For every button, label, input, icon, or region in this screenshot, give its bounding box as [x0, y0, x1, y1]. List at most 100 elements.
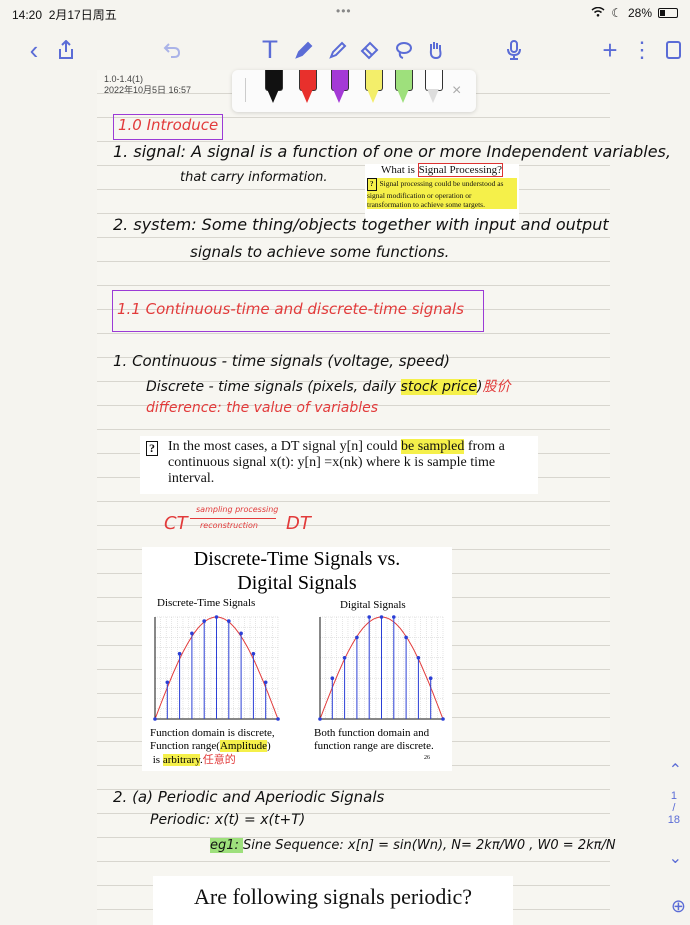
note-line-ct: 1. Continuous - time signals (voltage, s…: [113, 352, 450, 370]
left-caption-2-pre: Function range(: [150, 740, 220, 752]
lasso-tool-button[interactable]: [390, 36, 418, 64]
note-line-periodic-def: Periodic: x(t) = x(t+T): [150, 812, 306, 828]
slide-title-line-2: Digital Signals: [237, 572, 357, 594]
note-line-information: that carry information.: [180, 170, 328, 185]
sample-point: [190, 631, 194, 636]
text-icon: T: [262, 36, 278, 64]
moon-icon: ☾: [611, 6, 622, 20]
periodic-question-title: Are following signals periodic?: [194, 884, 472, 909]
highlighter-yellow[interactable]: [362, 70, 384, 106]
example-prefix: eg1:: [210, 838, 244, 853]
note-line-periodic-heading: 2. (a) Periodic and Aperiodic Signals: [113, 788, 384, 806]
sample-point: [367, 615, 371, 619]
highlighter-tool-button[interactable]: [324, 36, 352, 64]
text-tool-button[interactable]: T: [256, 36, 284, 64]
undo-icon: [163, 43, 181, 58]
note-page[interactable]: [97, 70, 610, 925]
sampling-text-highlight: be sampled: [401, 439, 465, 454]
pen-barrel: [265, 70, 283, 91]
multitask-dots[interactable]: •••: [336, 4, 352, 18]
left-caption-cn: 任意的: [202, 753, 236, 766]
pen-tip: [367, 89, 379, 103]
sp-title: What is Signal Processing?: [367, 163, 517, 177]
pen-icon: [295, 41, 313, 59]
page-down-button[interactable]: ⌄: [668, 850, 682, 867]
page-slash: /: [672, 802, 676, 814]
pen-barrel: [425, 70, 443, 91]
zoom-button[interactable]: ⊕: [670, 896, 686, 916]
heading-ct-dt: 1.1 Continuous-time and discrete-time si…: [117, 300, 464, 318]
digital-chart: [318, 615, 445, 721]
pen-red[interactable]: [296, 70, 318, 106]
sample-point: [177, 651, 182, 656]
palette-close-icon[interactable]: ×: [452, 82, 462, 99]
sample-point: [202, 619, 206, 623]
question-icon: ?: [367, 178, 377, 191]
top-toolbar: ‹ T + ⋮: [0, 30, 690, 70]
sample-point: [342, 656, 347, 660]
pen-black[interactable]: [262, 70, 284, 106]
eraser-icon: [360, 41, 379, 60]
right-caption-1: Both function domain and: [314, 727, 430, 739]
add-button[interactable]: +: [596, 35, 624, 65]
left-caption-3-highlight: arbitrary: [162, 754, 200, 766]
note-title: 1.0-1.4(1): [104, 74, 144, 84]
sample-point: [239, 631, 243, 636]
share-icon: [59, 40, 73, 59]
sample-point: [416, 656, 421, 660]
pen-tool-button[interactable]: [290, 36, 318, 64]
signal-processing-card: What is Signal Processing? ?Signal proce…: [365, 163, 519, 220]
eraser-tool-button[interactable]: [356, 36, 384, 64]
sample-point: [441, 717, 445, 721]
pen-barrel: [395, 70, 413, 91]
share-button[interactable]: [52, 36, 80, 64]
undo-button[interactable]: [158, 36, 186, 64]
pen-purple[interactable]: [328, 70, 350, 106]
dt-label: DT: [286, 513, 311, 534]
left-caption: Function domain is discrete, Function ra…: [150, 727, 275, 767]
sample-point: [227, 619, 231, 623]
sampling-text-post: from a continuous signal x(t): y[n] =x(n…: [168, 439, 505, 486]
page-up-button[interactable]: ⌃: [668, 762, 682, 779]
pages-icon: [666, 41, 681, 59]
hand-tool-button[interactable]: [422, 36, 450, 64]
sample-point: [330, 676, 335, 680]
back-button[interactable]: ‹: [20, 34, 48, 65]
left-caption-3-pre: is: [152, 754, 163, 766]
pages-button[interactable]: [660, 36, 688, 64]
pen-tip: [333, 89, 345, 103]
discrete-time-chart: [153, 615, 280, 721]
palette-divider: [245, 78, 246, 102]
pen-barrel: [365, 70, 383, 91]
more-icon: ⋮: [631, 37, 653, 62]
left-caption-2-highlight: Amplitude: [219, 740, 268, 752]
pen-barrel: [331, 70, 349, 91]
sp-body-text: Signal processing could be understood as…: [367, 179, 504, 209]
pen-tip: [397, 89, 409, 103]
more-button[interactable]: ⋮: [628, 36, 656, 64]
note-meta: 1.0-1.4(1) 2022年10月5日 16:57: [104, 74, 191, 96]
left-caption-3-post: .: [200, 754, 203, 766]
microphone-icon: [507, 40, 521, 60]
left-caption-3: is arbitrary.任意的: [150, 753, 275, 767]
sample-point: [355, 635, 359, 640]
example-formula: Sine Sequence: x[n] = sin(Wn), N= 2kπ/W0…: [243, 838, 616, 853]
note-line-signal: 1. signal: A signal is a function of one…: [113, 142, 671, 161]
pen-tip: [427, 89, 439, 103]
left-caption-2: Function range(Amplitude): [150, 740, 275, 753]
chevron-left-icon: ‹: [29, 34, 39, 65]
dt-text-post: ): [476, 379, 483, 395]
page-indicator: 1 / 18: [668, 790, 680, 826]
sp-body: ?Signal processing could be understood a…: [367, 178, 517, 209]
microphone-button[interactable]: [500, 36, 528, 64]
sampling-text-pre: In the most cases, a DT signal y[n] coul…: [168, 439, 402, 454]
status-time: 14:20 2月17日周五: [12, 6, 117, 23]
dt-sampling-card: ? In the most cases, a DT signal y[n] co…: [140, 436, 538, 494]
sample-point: [392, 615, 396, 619]
highlighter-white[interactable]: [422, 70, 444, 106]
note-line-system-2: signals to achieve some functions.: [190, 243, 450, 261]
note-line-dt: Discrete - time signals (pixels, daily s…: [146, 376, 510, 396]
highlighter-green[interactable]: [392, 70, 414, 106]
periodic-heading-text: 2. (a) Periodic and Aperiodic Signals: [113, 788, 385, 806]
ct-label: CT: [164, 513, 188, 534]
